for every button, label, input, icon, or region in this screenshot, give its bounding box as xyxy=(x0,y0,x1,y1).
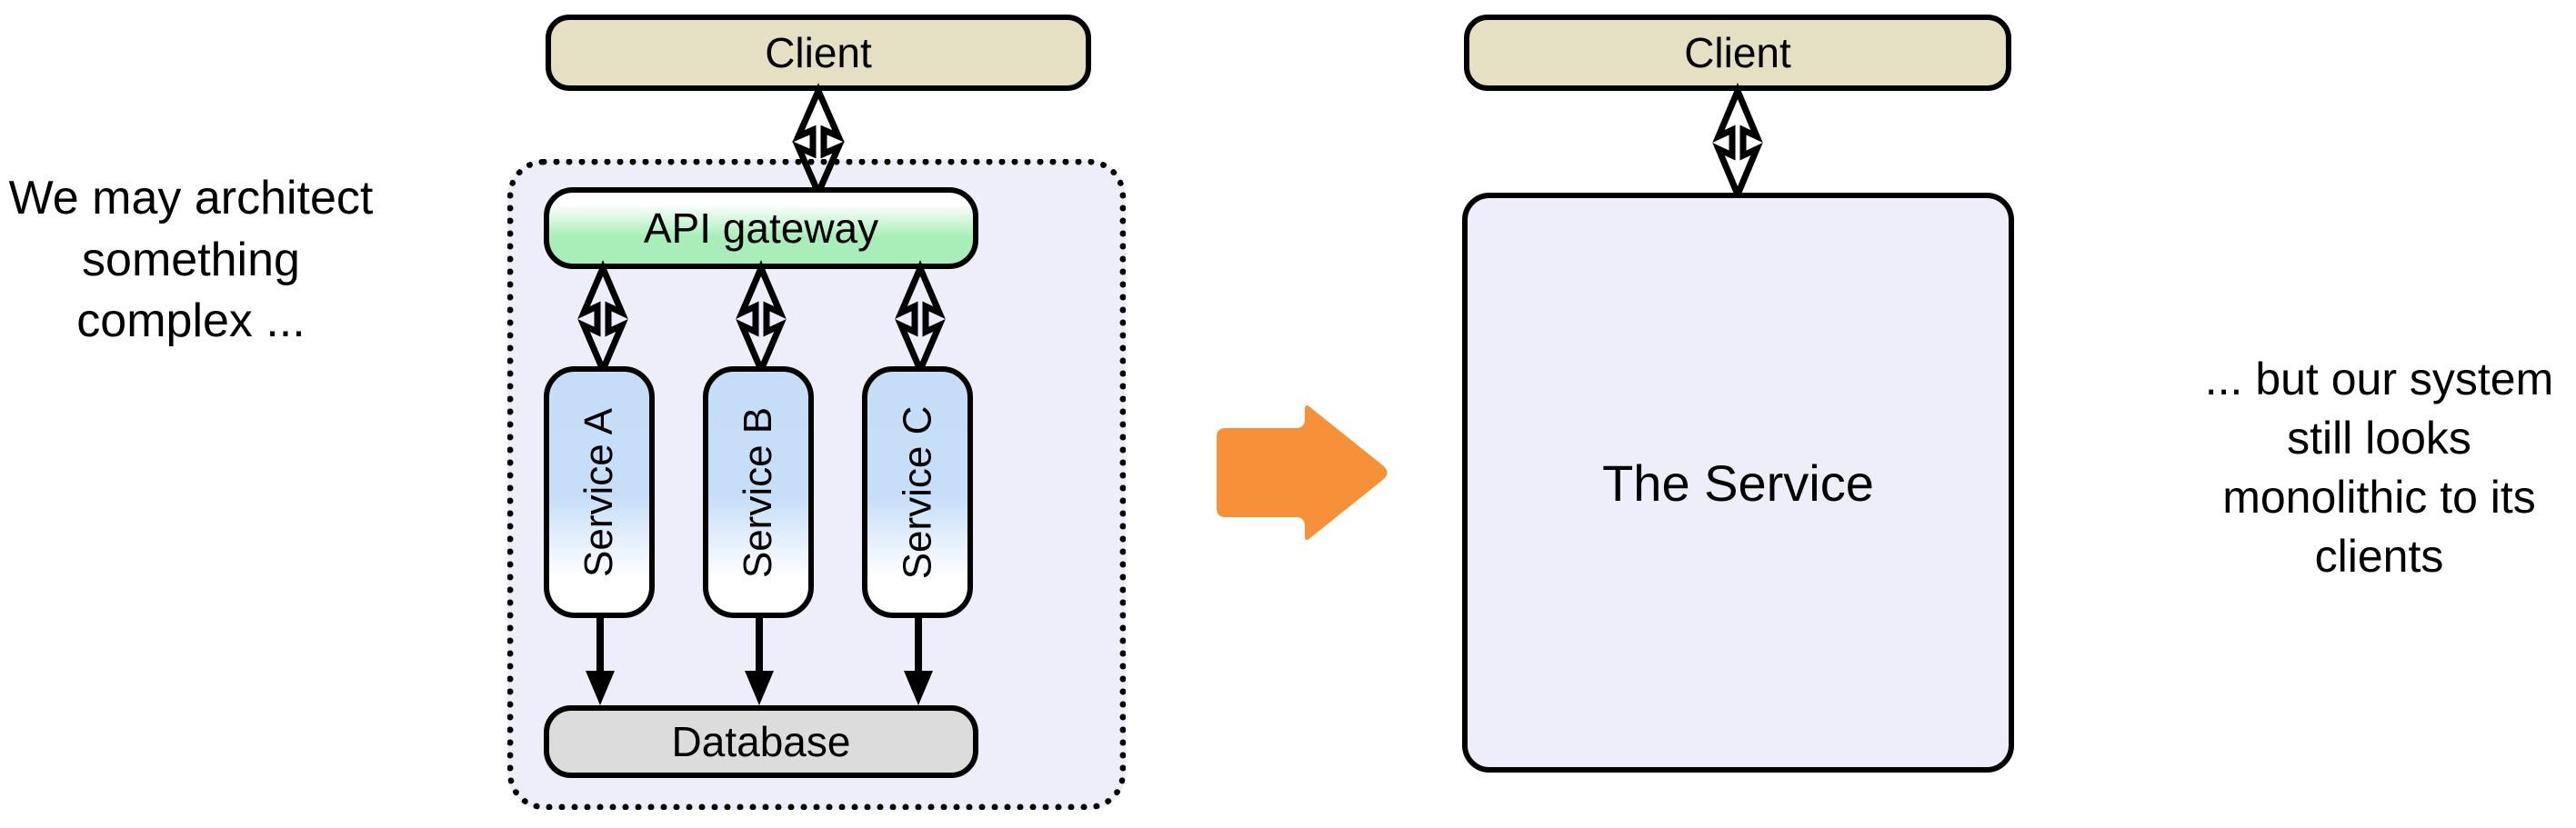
left-client-box[interactable]: Client xyxy=(546,15,1091,91)
database-label: Database xyxy=(671,718,851,765)
service-b-label: Service B xyxy=(736,406,781,578)
left-caption: We may architect something complex ... xyxy=(8,172,374,348)
connector-gateway-service-a xyxy=(577,260,628,378)
service-box-b[interactable]: Service B xyxy=(703,366,814,618)
connector-client-gateway-left xyxy=(792,83,845,201)
connector-gateway-service-b xyxy=(736,260,787,378)
right-caption: ... but our system still looks monolithi… xyxy=(2204,354,2554,582)
connector-service-a-database xyxy=(586,614,615,705)
monolith-service-box[interactable]: The Service xyxy=(1462,193,2014,773)
connector-service-c-database xyxy=(904,614,933,705)
database-box[interactable]: Database xyxy=(544,705,978,778)
service-c-label: Service C xyxy=(895,405,939,579)
service-box-a[interactable]: Service A xyxy=(544,366,655,618)
connector-client-service-right xyxy=(1712,82,1763,204)
service-a-label: Service A xyxy=(576,407,621,577)
service-box-c[interactable]: Service C xyxy=(862,366,973,618)
connector-gateway-service-c xyxy=(895,260,946,378)
right-client-box[interactable]: Client xyxy=(1464,15,2011,91)
left-client-label: Client xyxy=(765,29,872,76)
api-gateway-box[interactable]: API gateway xyxy=(544,187,978,269)
transform-arrow-icon xyxy=(1217,404,1388,541)
connector-service-b-database xyxy=(745,614,774,705)
api-gateway-label: API gateway xyxy=(643,205,879,252)
right-client-label: Client xyxy=(1684,29,1791,76)
monolith-service-label: The Service xyxy=(1602,454,1874,512)
